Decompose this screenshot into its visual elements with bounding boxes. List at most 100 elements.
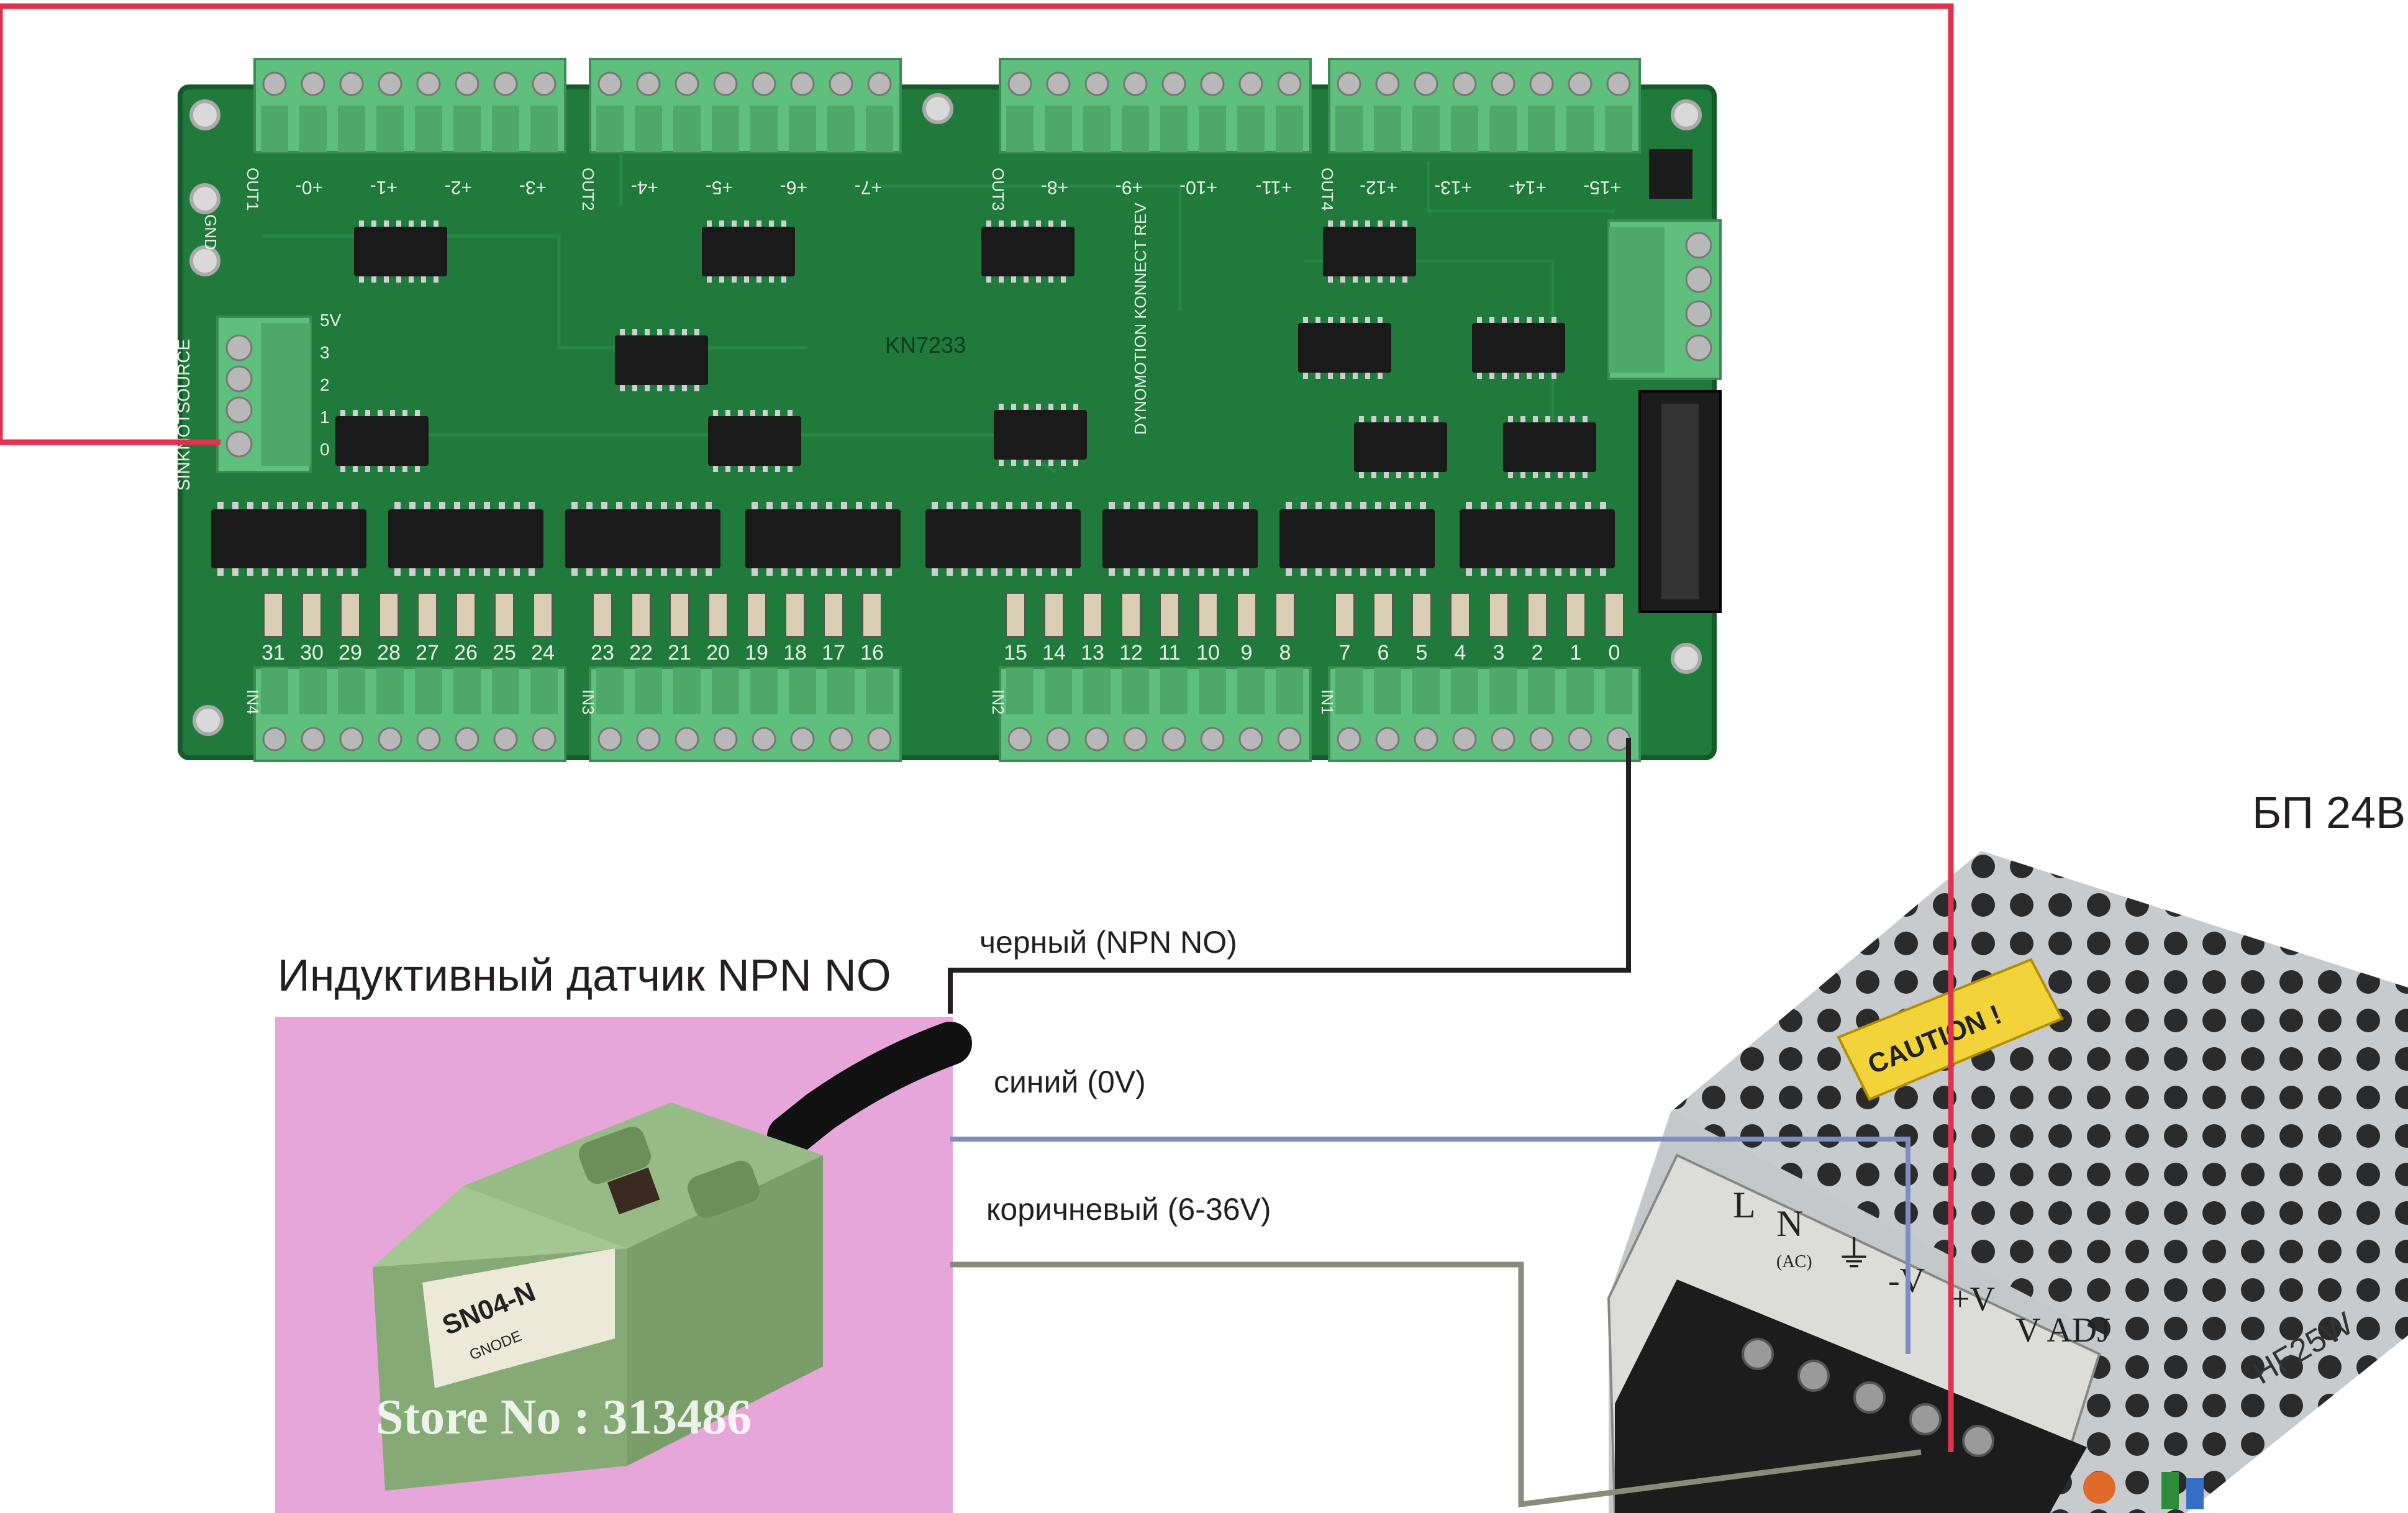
ic-chip <box>1323 220 1416 283</box>
led-resistor <box>593 593 612 637</box>
ic-chip <box>1472 317 1565 379</box>
led-resistor <box>1044 593 1064 637</box>
ic-chip <box>1279 502 1435 576</box>
led-resistor <box>494 593 514 637</box>
led-resistor <box>1237 593 1256 637</box>
input-number: 17 <box>822 641 845 665</box>
gnd-label: GND <box>201 214 220 250</box>
input-number: 29 <box>338 641 362 665</box>
wires <box>0 3 1954 1508</box>
input-number: 9 <box>1241 641 1253 665</box>
ic-chip <box>1354 416 1447 478</box>
output-pin-label: +1- <box>370 177 398 198</box>
output-pin-label: +5- <box>706 177 733 198</box>
left-pin-label: 3 <box>320 343 330 362</box>
store-watermark: Store No : 313486 <box>376 1390 752 1445</box>
ic-chip <box>1298 317 1391 379</box>
ic-chip <box>702 220 795 283</box>
terminal-ground: ⏚ <box>1835 1233 1873 1276</box>
led-resistor <box>1566 593 1586 637</box>
out-terminal-block <box>253 58 566 153</box>
led-resistor <box>1335 593 1355 637</box>
input-number: 18 <box>783 641 807 665</box>
in-header-label: IN3 <box>579 689 597 714</box>
led-resistor <box>417 593 437 637</box>
ic-chip <box>388 502 543 576</box>
ic-chip <box>354 220 447 283</box>
ic-chip <box>1503 416 1596 478</box>
input-number: 19 <box>745 641 768 665</box>
out-terminal-block <box>1328 58 1641 153</box>
input-number: 1 <box>1570 641 1582 665</box>
ic-chip <box>708 410 801 472</box>
jumper-header <box>1649 149 1692 199</box>
brown-wire-label: коричневый (6-36V) <box>986 1192 1271 1227</box>
in-terminal-block <box>1328 666 1641 762</box>
ic-chip <box>335 410 429 472</box>
output-pin-label: +0- <box>296 177 323 198</box>
input-number: 8 <box>1279 641 1291 665</box>
in-header-label: IN2 <box>989 689 1007 714</box>
led-resistor <box>708 593 728 637</box>
output-pin-label: +9- <box>1115 177 1143 198</box>
in-terminal-block <box>589 666 902 762</box>
input-number: 2 <box>1532 641 1543 665</box>
ic-chip <box>981 220 1075 283</box>
inductive-sensor-photo: SN04-N GNODE Store No : 313486 <box>275 1017 972 1513</box>
input-number: 4 <box>1455 641 1466 665</box>
input-number: 11 <box>1158 641 1180 665</box>
led-resistor <box>1604 593 1624 637</box>
input-number: 30 <box>300 641 324 665</box>
in-header-label: IN1 <box>1318 689 1337 714</box>
input-number: 12 <box>1119 641 1143 665</box>
out-terminal-block <box>999 58 1312 153</box>
input-number: 13 <box>1081 641 1104 665</box>
input-number: 15 <box>1004 641 1027 665</box>
left-terminal-block <box>216 316 312 473</box>
ic-chip <box>615 329 708 391</box>
led-resistor <box>379 593 399 637</box>
input-number: 23 <box>591 641 614 665</box>
out-terminal-block <box>589 58 902 153</box>
red-wire <box>0 3 1954 1452</box>
ic-chip <box>1460 502 1615 576</box>
output-pin-label: +3- <box>519 177 547 198</box>
led-resistor <box>1083 593 1102 637</box>
output-pin-label: +14- <box>1509 177 1547 198</box>
ic-chip <box>1102 502 1258 576</box>
power-supply-photo: L N (AC) ⏚ -V +V V ADJ CAUTION ! HF25W <box>1607 851 2408 1513</box>
ribbon-connector <box>1638 390 1722 613</box>
led-resistor <box>1006 593 1025 637</box>
input-number: 14 <box>1042 641 1066 665</box>
output-pin-label: +2- <box>445 177 472 198</box>
in-header-label: IN4 <box>243 689 262 714</box>
led-resistor <box>302 593 322 637</box>
out-header-label: OUT2 <box>579 168 597 211</box>
input-number: 22 <box>629 641 653 665</box>
led-row <box>263 593 1624 637</box>
led-resistor <box>263 593 283 637</box>
led-resistor <box>1121 593 1141 637</box>
led-resistor <box>1527 593 1547 637</box>
input-number: 25 <box>493 641 516 665</box>
output-terminal-blocks <box>253 58 1641 153</box>
right-terminal-block <box>1607 219 1722 380</box>
led-resistor <box>631 593 651 637</box>
led-resistor <box>1160 593 1179 637</box>
left-pin-label: 2 <box>320 375 330 394</box>
brand-silkscreen: DYNOMOTION KONNECT REV <box>1131 202 1150 435</box>
terminal-plus-v: +V <box>1950 1280 1995 1319</box>
ic-chip <box>745 502 901 576</box>
ic-chip <box>994 404 1087 466</box>
in-terminal-block <box>999 666 1312 762</box>
blue-wire-label: синий (0V) <box>994 1065 1146 1099</box>
terminal-vadj: V ADJ <box>2015 1311 2110 1350</box>
led-resistor <box>1412 593 1432 637</box>
silkscreen-label: KN7233 <box>885 332 966 358</box>
output-pin-label: +13- <box>1434 177 1472 198</box>
out-header-label: OUT1 <box>243 168 262 211</box>
input-number: 20 <box>706 641 730 665</box>
